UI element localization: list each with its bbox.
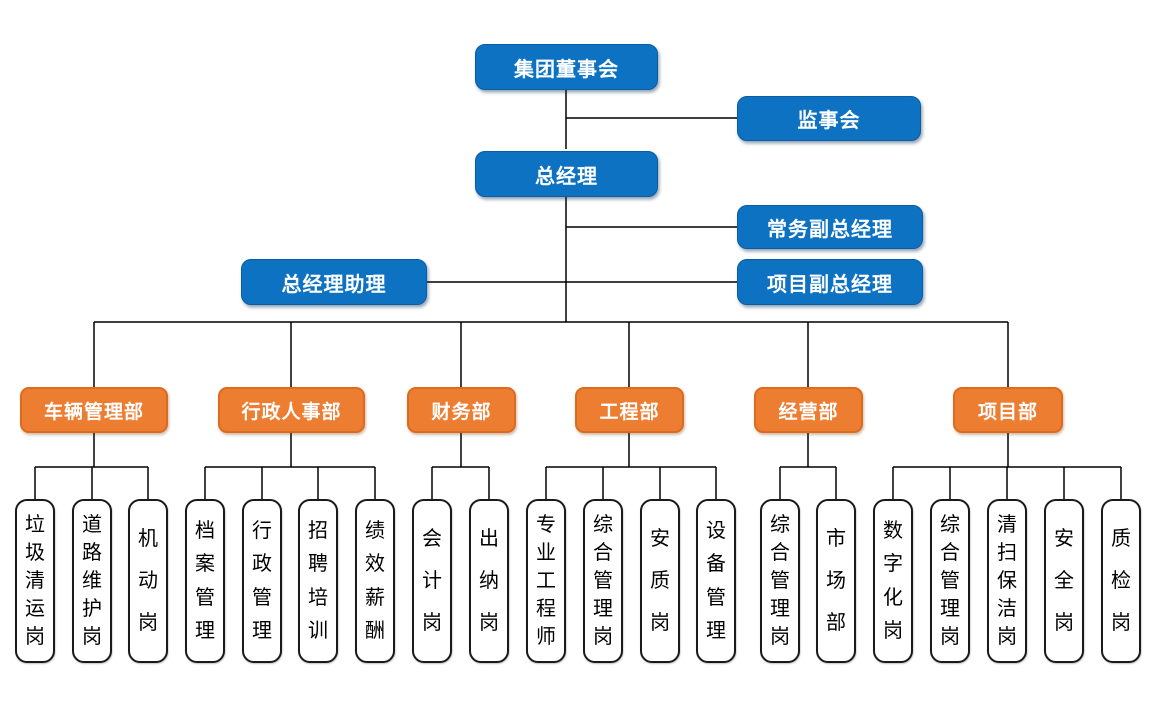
position-professional-engineer: 专业工程师	[526, 499, 566, 663]
position-safety: 安全岗	[1044, 499, 1084, 663]
position-digitalization: 数字化岗	[873, 499, 913, 663]
dept-project: 项目部	[953, 387, 1063, 433]
node-gm-assistant: 总经理助理	[241, 259, 427, 305]
dept-admin-hr: 行政人事部	[218, 387, 365, 433]
position-performance-pay: 绩效薪酬	[355, 499, 395, 663]
position-mobile: 机动岗	[128, 499, 168, 663]
position-archives-management: 档案管理	[185, 499, 225, 663]
node-supervisory-board: 监事会	[737, 96, 921, 141]
node-project-deputy-gm: 项目副总经理	[737, 259, 923, 305]
node-executive-deputy-gm: 常务副总经理	[737, 205, 923, 249]
dept-vehicle-management: 车辆管理部	[20, 387, 168, 433]
position-admin-management: 行政管理	[242, 499, 282, 663]
position-market-dept: 市场部	[816, 499, 856, 663]
node-group-board: 集团董事会	[475, 44, 658, 90]
position-recruitment-training: 招聘培训	[298, 499, 338, 663]
node-general-manager: 总经理	[475, 151, 658, 197]
position-garbage-clearing: 垃圾清运岗	[15, 499, 55, 663]
dept-engineering: 工程部	[575, 387, 684, 433]
position-general-mgmt-proj: 综合管理岗	[930, 499, 970, 663]
position-cashier: 出纳岗	[469, 499, 509, 663]
position-general-mgmt-eng: 综合管理岗	[583, 499, 623, 663]
position-cleaning: 清扫保洁岗	[987, 499, 1027, 663]
position-safety-quality: 安质岗	[640, 499, 680, 663]
dept-finance: 财务部	[407, 387, 516, 433]
position-road-maintenance: 道路维护岗	[72, 499, 112, 663]
position-equipment-management: 设备管理	[696, 499, 736, 663]
position-accounting: 会计岗	[412, 499, 452, 663]
position-general-mgmt-biz: 综合管理岗	[760, 499, 800, 663]
dept-business: 经营部	[754, 387, 863, 433]
position-quality-inspection: 质检岗	[1101, 499, 1141, 663]
